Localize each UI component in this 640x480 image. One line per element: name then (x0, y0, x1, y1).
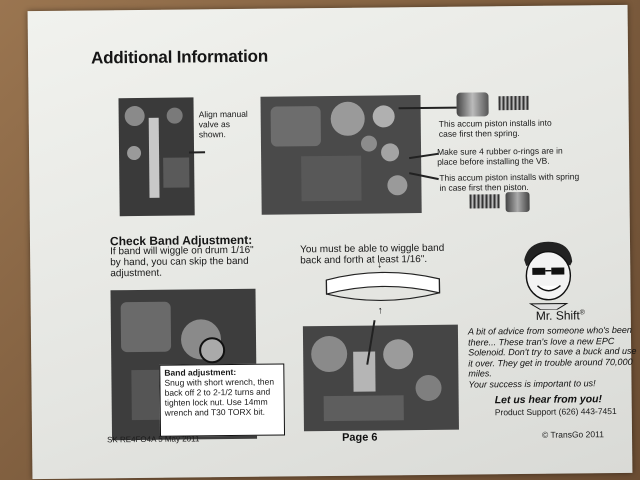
piston-arrow (398, 106, 457, 109)
footer-left: SK RE4FO4A 5 May 2011 (107, 434, 200, 445)
box-text: Snug with short wrench, then back off 2 … (164, 376, 275, 418)
valve-body-photo (118, 97, 195, 217)
align-manual-caption: Align manual valve as shown. (198, 108, 248, 140)
accum-piston-caption-2: This accum piston installs with spring i… (439, 171, 580, 193)
band-adjustment-box: Band adjustment: Snug with short wrench,… (159, 363, 286, 437)
hear-from-you: Let us hear from you! (494, 393, 603, 407)
accum-piston-icon (456, 92, 489, 117)
document-page: Additional Information Align manual valv… (27, 4, 637, 480)
page-title: Additional Information (90, 46, 269, 68)
band-instructions: If band will wiggle on drum 1/16" by han… (110, 244, 254, 280)
mr-shift-label: Mr. Shift (535, 308, 580, 323)
orings-caption: Make sure 4 rubber o-rings are in place … (437, 145, 563, 167)
success-text: Your success is important to us! (468, 378, 596, 390)
arrow-down-icon: ↓ (377, 259, 383, 271)
band-drum-photo (302, 324, 459, 432)
copyright: © TransGo 2011 (541, 429, 604, 440)
transmission-case-photo (260, 95, 422, 215)
arrow-up-icon: ↑ (377, 305, 383, 317)
mr-shift-advice: A bit of advice from someone who's been … (467, 324, 637, 379)
spring-icon (498, 95, 529, 111)
wiggle-caption: You must be able to wiggle band back and… (300, 242, 445, 267)
align-arrow (189, 151, 206, 153)
mr-shift-avatar (510, 237, 586, 311)
mr-shift-name: Mr. Shift® (535, 308, 585, 323)
page-number: Page 6 (341, 431, 378, 444)
accum-piston-icon-2 (505, 191, 530, 213)
spring-icon-2 (469, 194, 500, 209)
product-support: Product Support (626) 443-7451 (494, 406, 617, 418)
accum-piston-caption-1: This accum piston installs into case fir… (438, 117, 552, 139)
band-icon (320, 269, 445, 308)
